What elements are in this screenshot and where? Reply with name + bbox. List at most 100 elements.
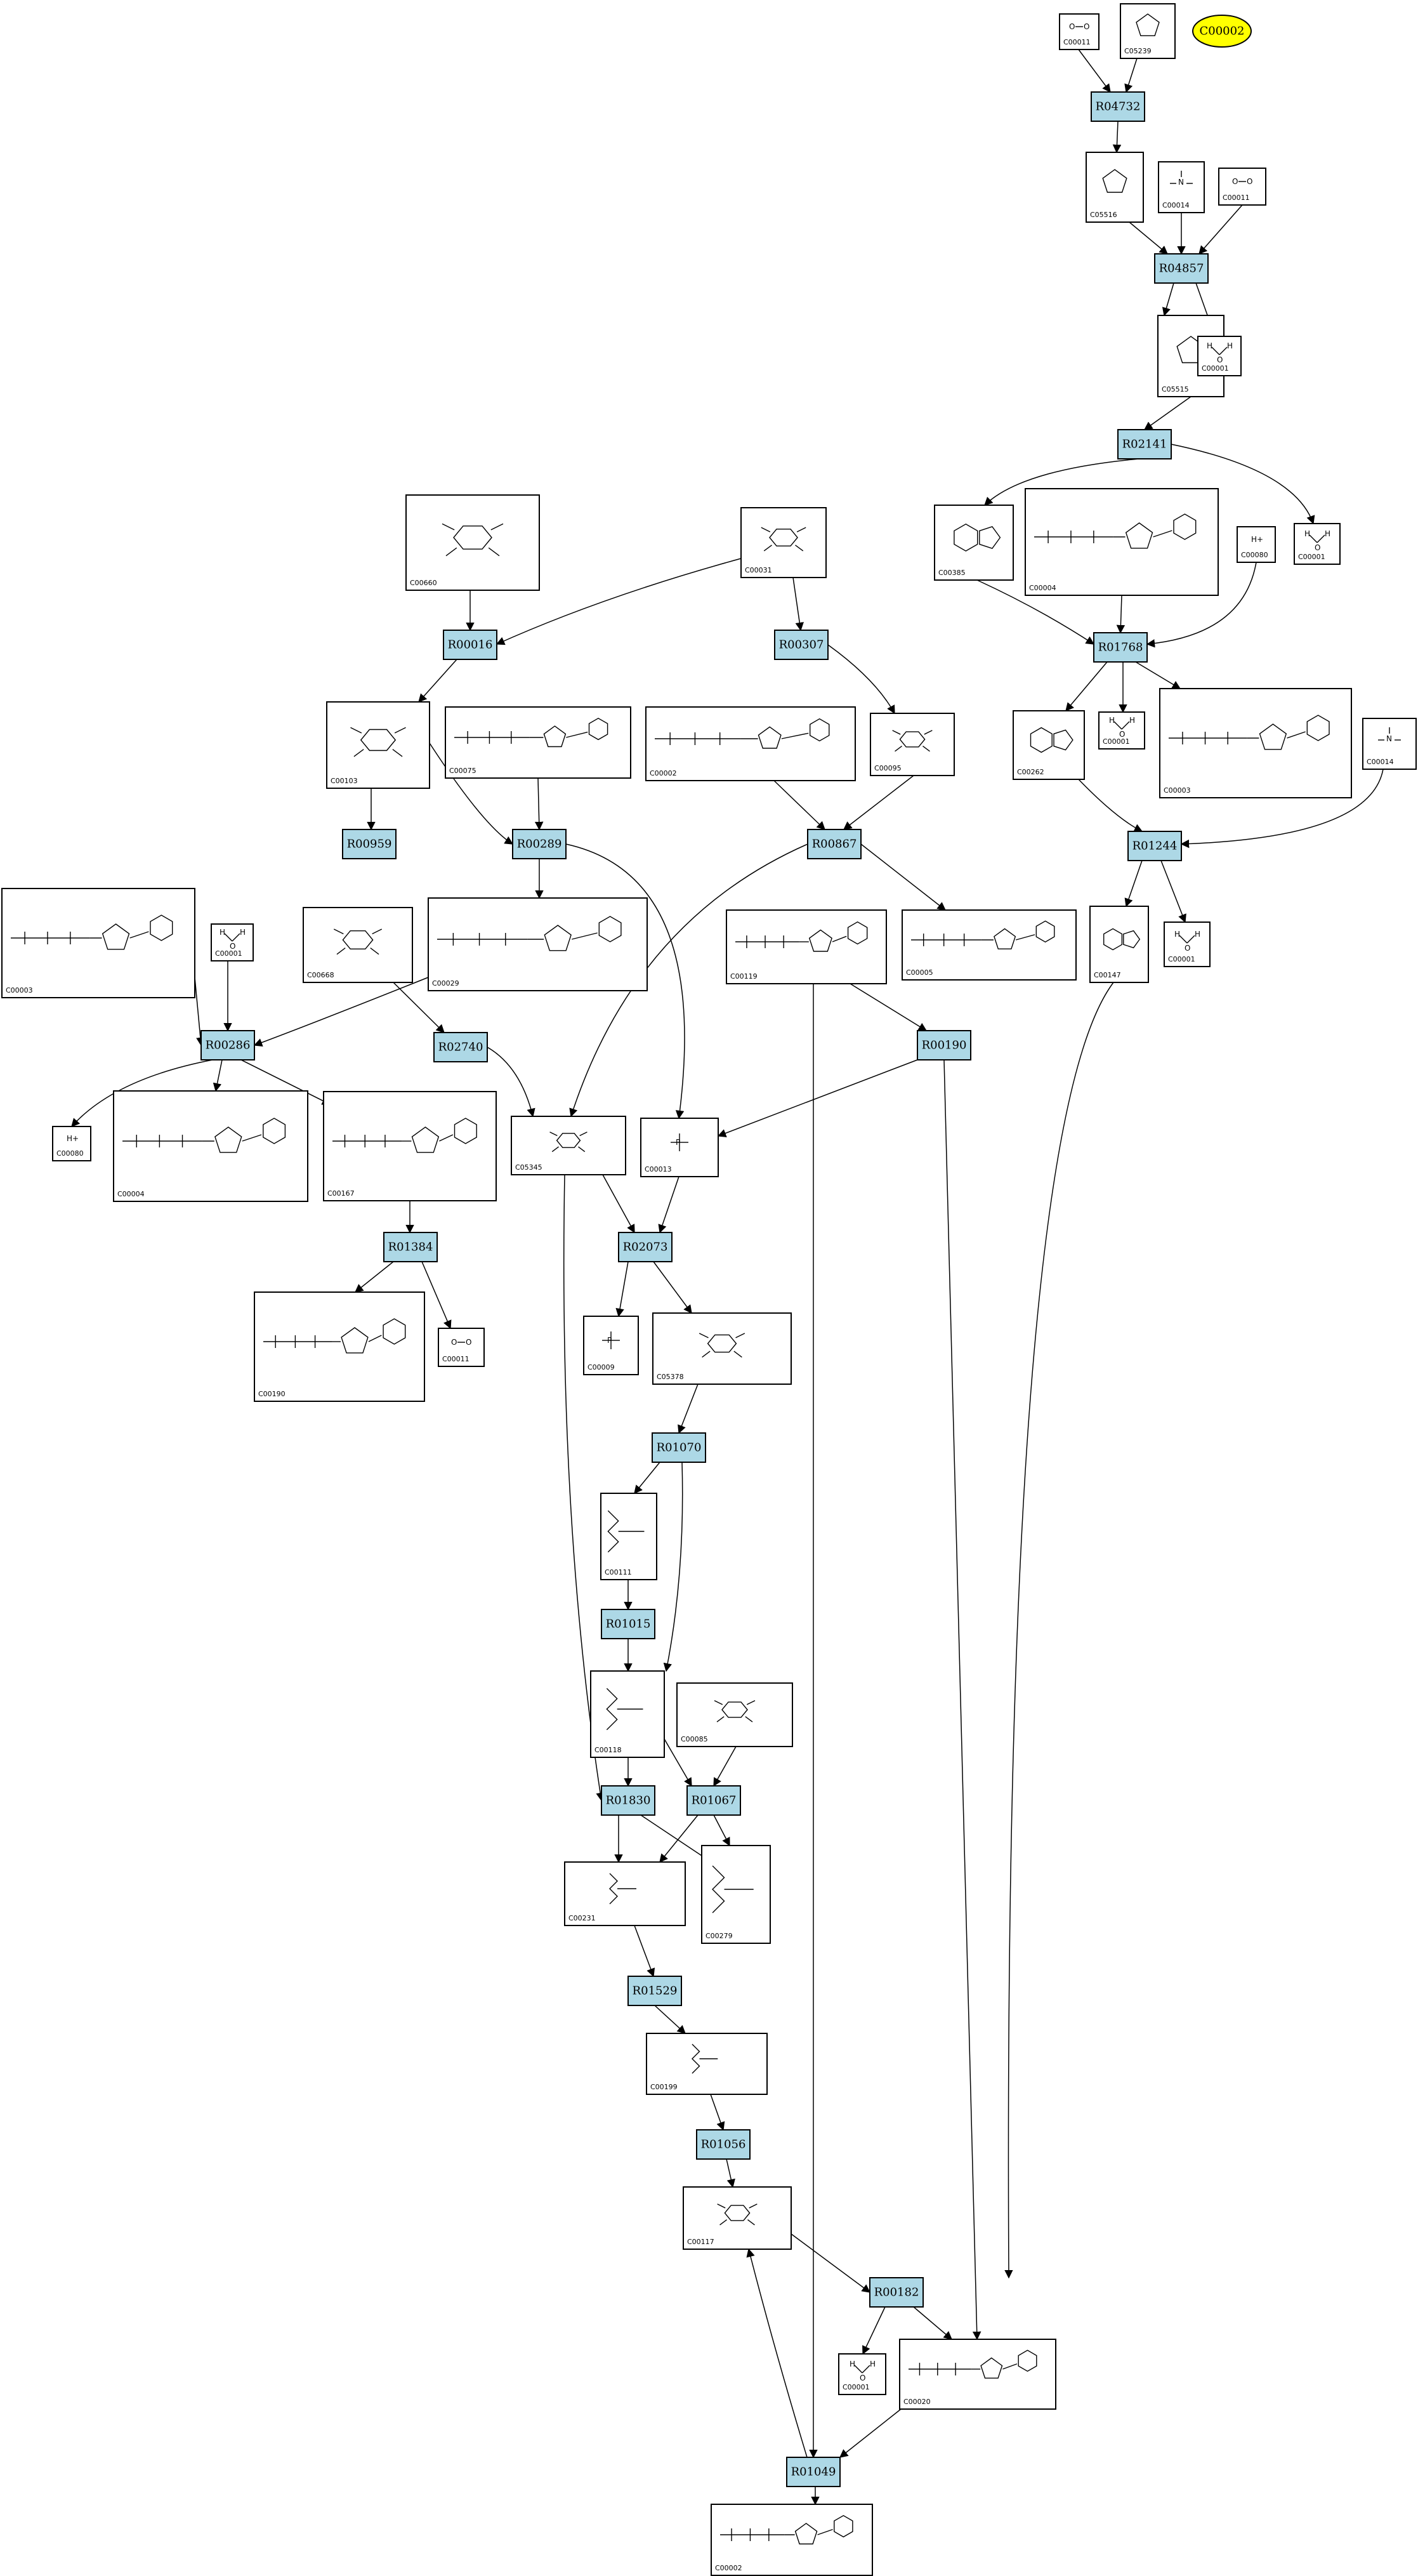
compound-box	[870, 713, 955, 776]
compound-node[interactable]: C00262	[1013, 710, 1085, 780]
compound-node[interactable]: C00004	[113, 1090, 308, 1202]
compound-node[interactable]: C00147	[1089, 906, 1149, 983]
edge-arrow	[602, 1174, 635, 1234]
reaction-node[interactable]: R01070	[652, 1432, 706, 1463]
compound-node[interactable]: C00095	[870, 713, 955, 776]
compound-node[interactable]: H+C00080	[52, 1126, 91, 1161]
compound-node[interactable]: C00167	[323, 1091, 497, 1201]
compound-node[interactable]: C05516	[1086, 152, 1144, 223]
reaction-node[interactable]: R01529	[627, 1976, 682, 2006]
compound-node[interactable]: C05378	[652, 1312, 792, 1385]
compound-node[interactable]: C00111	[600, 1493, 657, 1580]
reaction-node[interactable]: R01244	[1127, 831, 1182, 861]
reaction-box	[807, 829, 862, 859]
reaction-node[interactable]: R01067	[686, 1785, 741, 1816]
compound-node[interactable]: C00002	[711, 2504, 873, 2576]
highlighted-compound[interactable]: C00002	[1192, 15, 1252, 48]
reaction-node[interactable]: R04732	[1091, 91, 1145, 122]
edge-arrow	[659, 1814, 699, 1863]
reaction-node[interactable]: R01056	[696, 2129, 751, 2160]
compound-node[interactable]: C00002	[645, 706, 856, 781]
compound-node[interactable]: C00117	[683, 2186, 792, 2250]
reaction-node[interactable]: R01768	[1093, 632, 1148, 663]
compound-id: C05345	[515, 1163, 542, 1172]
edge-arrow	[654, 2005, 686, 2034]
compound-node[interactable]: C00231	[564, 1861, 686, 1926]
reaction-node[interactable]: R01015	[601, 1609, 655, 1639]
reaction-node[interactable]: R01384	[383, 1232, 438, 1262]
compound-node[interactable]: C00031	[740, 507, 827, 578]
reaction-node[interactable]: R02740	[433, 1032, 488, 1062]
compound-node[interactable]: C05345	[511, 1116, 626, 1175]
edge-arrow	[678, 1384, 699, 1434]
reaction-node[interactable]: R04857	[1154, 253, 1209, 284]
reaction-node[interactable]: R00867	[807, 829, 862, 859]
structure-icon: P	[671, 1133, 688, 1151]
compound-node[interactable]: C00668	[303, 907, 413, 983]
structure-icon	[442, 523, 504, 557]
reaction-box	[512, 829, 567, 859]
compound-box	[113, 1090, 308, 1202]
reaction-node[interactable]: R00307	[774, 630, 829, 660]
compound-node[interactable]: C00003	[1, 888, 195, 998]
compound-id: C00004	[1029, 584, 1056, 592]
reaction-node[interactable]: R00182	[869, 2277, 924, 2308]
svg-text:O: O	[451, 1338, 457, 1347]
compound-node[interactable]: C00190	[254, 1291, 425, 1402]
reaction-box	[383, 1232, 438, 1262]
structure-icon	[332, 1118, 477, 1153]
compound-node[interactable]: C00660	[405, 494, 540, 591]
compound-id: C00031	[745, 566, 772, 574]
compound-node[interactable]: H+C00080	[1237, 526, 1276, 563]
compound-id: C00013	[645, 1165, 672, 1173]
svg-text:H: H	[1227, 341, 1233, 350]
compound-node[interactable]: C00020	[899, 2339, 1056, 2410]
compound-node[interactable]: C00003	[1159, 688, 1352, 798]
compound-node[interactable]: P C00013	[640, 1118, 719, 1177]
reaction-node[interactable]: R00190	[917, 1030, 971, 1060]
compound-node[interactable]: C00085	[676, 1682, 793, 1747]
compound-node[interactable]: C00118	[590, 1670, 665, 1758]
reaction-node[interactable]: R00289	[512, 829, 567, 859]
compound-id: C05239	[1124, 47, 1152, 55]
reaction-node[interactable]: R01049	[786, 2457, 841, 2487]
compound-node[interactable]: C00103	[326, 701, 430, 789]
edge-arrow	[1116, 595, 1126, 634]
edge-arrow	[1160, 860, 1186, 923]
edge-arrow	[710, 2094, 725, 2131]
compound-node[interactable]: C05239	[1120, 3, 1176, 59]
compound-box	[676, 1682, 793, 1747]
reaction-node[interactable]: R00016	[443, 630, 497, 660]
reaction-box	[618, 1232, 673, 1262]
structure-icon	[333, 928, 383, 955]
svg-text:H+: H+	[67, 1134, 79, 1143]
compound-node[interactable]: C00199	[646, 2033, 768, 2095]
reaction-node[interactable]: R02141	[1117, 429, 1172, 459]
compound-box	[1086, 152, 1144, 223]
compound-node[interactable]: C00075	[445, 706, 631, 779]
compound-node[interactable]: C00119	[726, 909, 887, 984]
compound-node[interactable]: C00385	[934, 505, 1014, 581]
reaction-node[interactable]: R00286	[200, 1030, 255, 1060]
compound-node[interactable]: C00004	[1025, 488, 1219, 596]
reaction-node[interactable]: R00959	[342, 829, 397, 859]
reaction-node[interactable]: R01830	[601, 1785, 655, 1816]
reaction-node[interactable]: R02073	[618, 1232, 673, 1262]
compound-node[interactable]: C00279	[701, 1845, 771, 1944]
reaction-box	[601, 1785, 655, 1816]
compound-node[interactable]: C00029	[428, 897, 648, 991]
compound-box	[1218, 168, 1266, 206]
compound-node[interactable]: C00005	[902, 909, 1077, 981]
